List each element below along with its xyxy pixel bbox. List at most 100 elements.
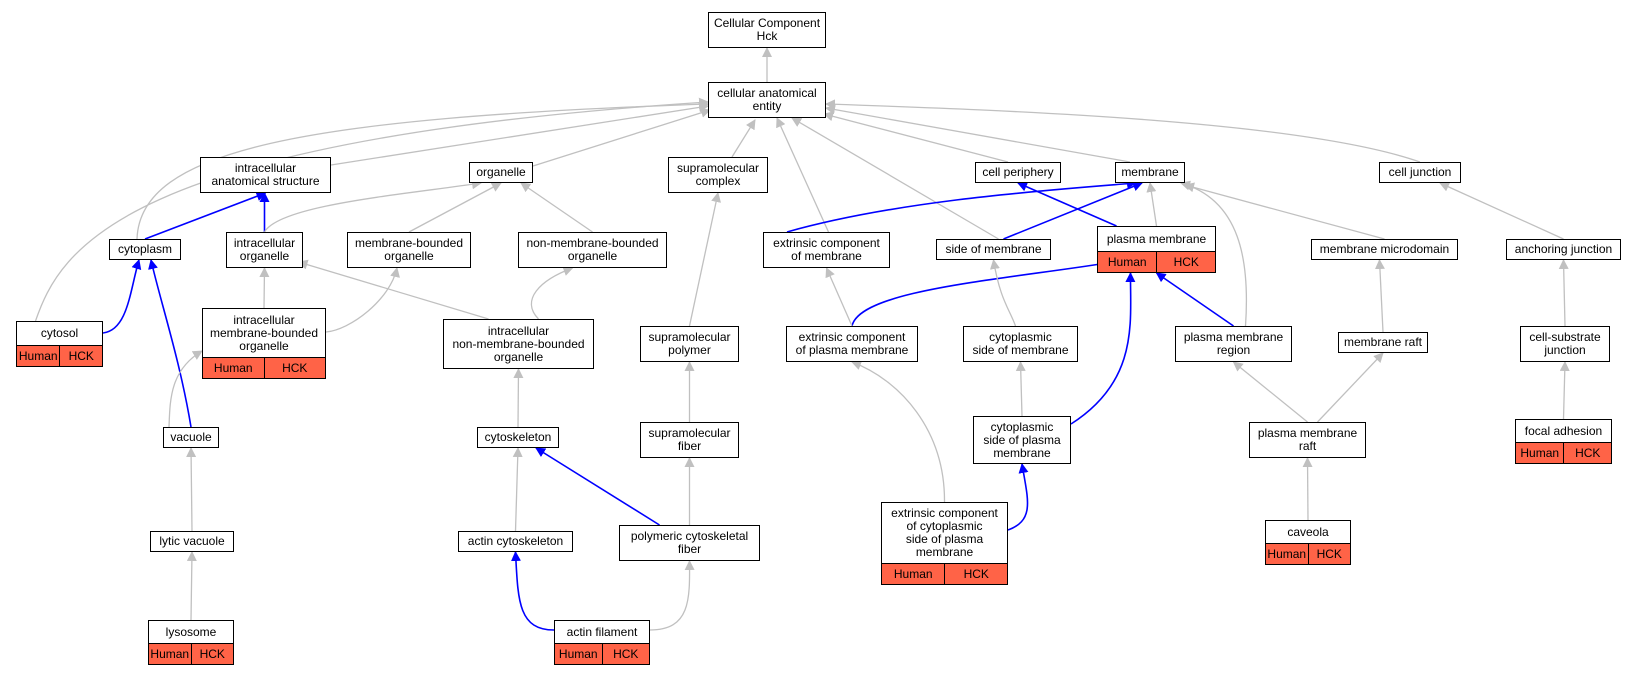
node-label: membrane-bounded organelle	[354, 236, 464, 263]
node-pmraft[interactable]: plasma membrane raft	[1249, 422, 1366, 458]
node-label: cellular anatomical entity	[717, 86, 817, 113]
node-aj[interactable]: anchoring junction	[1506, 239, 1621, 260]
gray-edge-52	[1558, 259, 1569, 327]
node-organelle[interactable]: organelle	[469, 162, 533, 183]
node-label: intracellular membrane-bounded organelle	[209, 312, 319, 353]
gray-edge-46	[851, 360, 946, 503]
node-io[interactable]: intracellular organelle	[226, 232, 303, 268]
node-label: extrinsic component of plasma membrane	[795, 330, 909, 357]
node-label: supramolecular polymer	[648, 330, 731, 357]
node-csj[interactable]: cell-substrate junction	[1520, 326, 1610, 362]
node-pmr[interactable]: plasma membrane region	[1175, 326, 1292, 362]
node-label: plasma membrane raft	[1257, 426, 1358, 453]
node-label: cell periphery	[982, 165, 1054, 179]
node-label: extrinsic component of cytoplasmic side …	[891, 506, 998, 559]
node-label: lytic vacuole	[159, 534, 225, 548]
gray-edge-4	[532, 107, 711, 167]
gray-edge-32	[688, 192, 722, 327]
node-cytoplasm[interactable]: cytoplasm	[109, 239, 181, 260]
gray-edge-49	[1317, 352, 1384, 423]
node-inmbo[interactable]: intracellular non-membrane-bounded organ…	[443, 319, 594, 369]
blue-edge-42	[1155, 272, 1234, 327]
node-label: Cellular Component Hck	[713, 16, 821, 43]
node-label: caveola	[1287, 524, 1329, 539]
node-label: supramolecular complex	[676, 161, 760, 188]
node-ecpm[interactable]: extrinsic component of plasma membrane	[786, 326, 918, 362]
node-smf[interactable]: supramolecular fiber	[640, 422, 739, 458]
node-cytoskeleton[interactable]: cytoskeleton	[477, 427, 559, 448]
node-root[interactable]: Cellular Component Hck	[708, 12, 826, 48]
node-csom[interactable]: cytoplasmic side of membrane	[963, 326, 1078, 362]
node-label: organelle	[476, 165, 526, 179]
node-label: cytosol	[40, 326, 79, 340]
node-mbo[interactable]: membrane-bounded organelle	[347, 232, 471, 268]
node-nmbo[interactable]: non-membrane-bounded organelle	[518, 232, 667, 268]
annotation-row: Human HCK	[1098, 251, 1215, 272]
node-eccspm[interactable]: extrinsic component of cytoplasmic side …	[881, 502, 1008, 585]
gray-edge-2	[136, 99, 709, 240]
node-vacuole[interactable]: vacuole	[163, 427, 219, 448]
node-label: polymeric cytoskeletal fiber	[630, 529, 749, 556]
gray-edge-41	[990, 259, 1017, 327]
blue-edge-39	[851, 259, 1108, 327]
node-label: actin filament	[566, 624, 638, 639]
node-celljunc[interactable]: cell junction	[1379, 162, 1461, 183]
gray-edge-18	[259, 267, 270, 309]
blue-edge-45	[1007, 463, 1029, 531]
gray-edge-7	[825, 104, 1131, 163]
node-label: cell junction	[1388, 165, 1452, 179]
annotation-species: Human	[1516, 443, 1565, 463]
node-pcf[interactable]: polymeric cytoskeletal fiber	[619, 525, 760, 561]
gray-edge-9	[776, 117, 830, 233]
blue-edge-29	[535, 447, 660, 526]
gray-edge-1	[34, 97, 709, 322]
node-cellper[interactable]: cell periphery	[975, 162, 1061, 183]
gray-edge-25	[513, 368, 524, 428]
node-smp[interactable]: supramolecular polymer	[640, 326, 739, 362]
node-cspm[interactable]: cytoplasmic side of plasma membrane	[973, 416, 1071, 464]
gray-edge-53	[1559, 361, 1570, 420]
node-acs[interactable]: actin cytoskeleton	[458, 531, 573, 552]
annotation-gene: HCK	[1316, 547, 1342, 561]
node-label: vacuole	[170, 430, 212, 444]
node-cae[interactable]: cellular anatomical entity	[708, 82, 826, 118]
node-ecm[interactable]: extrinsic component of membrane	[763, 232, 890, 268]
node-lv[interactable]: lytic vacuole	[150, 531, 234, 552]
gray-edge-13	[263, 179, 482, 233]
annotation-gene: HCK	[1173, 255, 1199, 269]
node-mmd[interactable]: membrane microdomain	[1311, 239, 1458, 260]
annotation-gene: HCK	[613, 647, 639, 661]
node-imbo[interactable]: intracellular membrane-bounded organelle…	[202, 308, 326, 379]
gray-edge-36	[1146, 182, 1158, 227]
node-ias[interactable]: intracellular anatomical structure	[200, 157, 331, 193]
node-label: supramolecular fiber	[648, 426, 731, 453]
gray-edge-15	[520, 182, 593, 233]
node-label: non-membrane-bounded organelle	[526, 236, 659, 263]
gray-edge-40	[825, 267, 853, 327]
node-label: membrane microdomain	[1319, 242, 1450, 256]
blue-edge-35	[1017, 182, 1117, 227]
node-label: extrinsic component of membrane	[773, 236, 880, 263]
node-label: lysosome	[165, 624, 217, 639]
gray-edge-24	[186, 551, 197, 621]
blue-edge-17	[148, 259, 192, 428]
node-mraft[interactable]: membrane raft	[1338, 332, 1428, 353]
gray-edge-44	[1015, 361, 1026, 417]
node-som[interactable]: side of membrane	[936, 239, 1051, 260]
node-smc[interactable]: supramolecular complex	[668, 157, 768, 193]
annotation-species: Human	[1098, 252, 1158, 272]
node-label: actin cytoskeleton	[467, 534, 564, 548]
node-label: cytoplasm	[117, 242, 173, 256]
node-membrane[interactable]: membrane	[1115, 162, 1185, 183]
node-label: intracellular non-membrane-bounded organ…	[452, 323, 585, 364]
